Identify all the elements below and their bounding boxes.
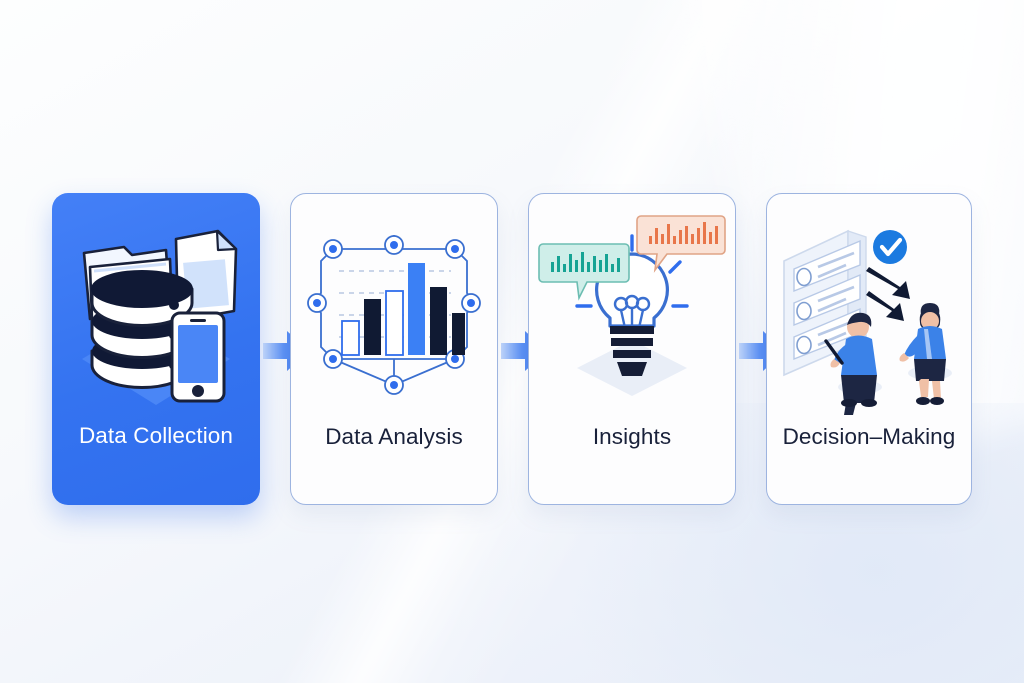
insights-art: [529, 194, 735, 426]
chart-bars: [341, 263, 465, 356]
smartphone-icon: [170, 311, 226, 403]
flow-step-data-analysis[interactable]: Data Analysis: [290, 193, 498, 505]
bubble-bars-teal: [551, 252, 620, 272]
checklist-row: [793, 239, 861, 293]
arrow-down-right-pair: [866, 267, 910, 321]
process-flow: Data Collection: [52, 193, 972, 508]
flow-step-data-collection[interactable]: Data Collection: [52, 193, 260, 505]
person-presenting: [899, 303, 952, 405]
bubble-bars-orange: [649, 222, 718, 244]
check-badge-icon: [873, 230, 907, 264]
bar-chart-network-icon: [307, 235, 481, 395]
person-pointing: [824, 312, 882, 415]
lightbulb-base: [610, 326, 654, 376]
lightbulb-insight-icon: [538, 215, 726, 396]
flow-step-decision-making[interactable]: Decision–Making: [766, 193, 972, 505]
flow-step-insights[interactable]: Insights: [528, 193, 736, 505]
speech-bubble-teal: [538, 243, 630, 301]
flow-step-label: Insights: [592, 424, 672, 449]
data-collection-art: [52, 193, 260, 425]
data-analysis-art: [291, 194, 497, 426]
database-stack-icon: [82, 229, 238, 405]
decision-making-art: [767, 194, 971, 426]
flow-step-label: Data Analysis: [325, 424, 463, 449]
checklist-row: [793, 273, 861, 327]
database-cylinder-icon: [90, 270, 194, 389]
frame-nodes: [307, 235, 481, 395]
decision-people-icon: [783, 229, 952, 415]
speech-bubble-orange: [636, 215, 726, 273]
flow-step-label: Data Collection: [78, 423, 234, 448]
flow-step-label: Decision–Making: [782, 424, 956, 449]
checklist-board: [783, 229, 867, 377]
